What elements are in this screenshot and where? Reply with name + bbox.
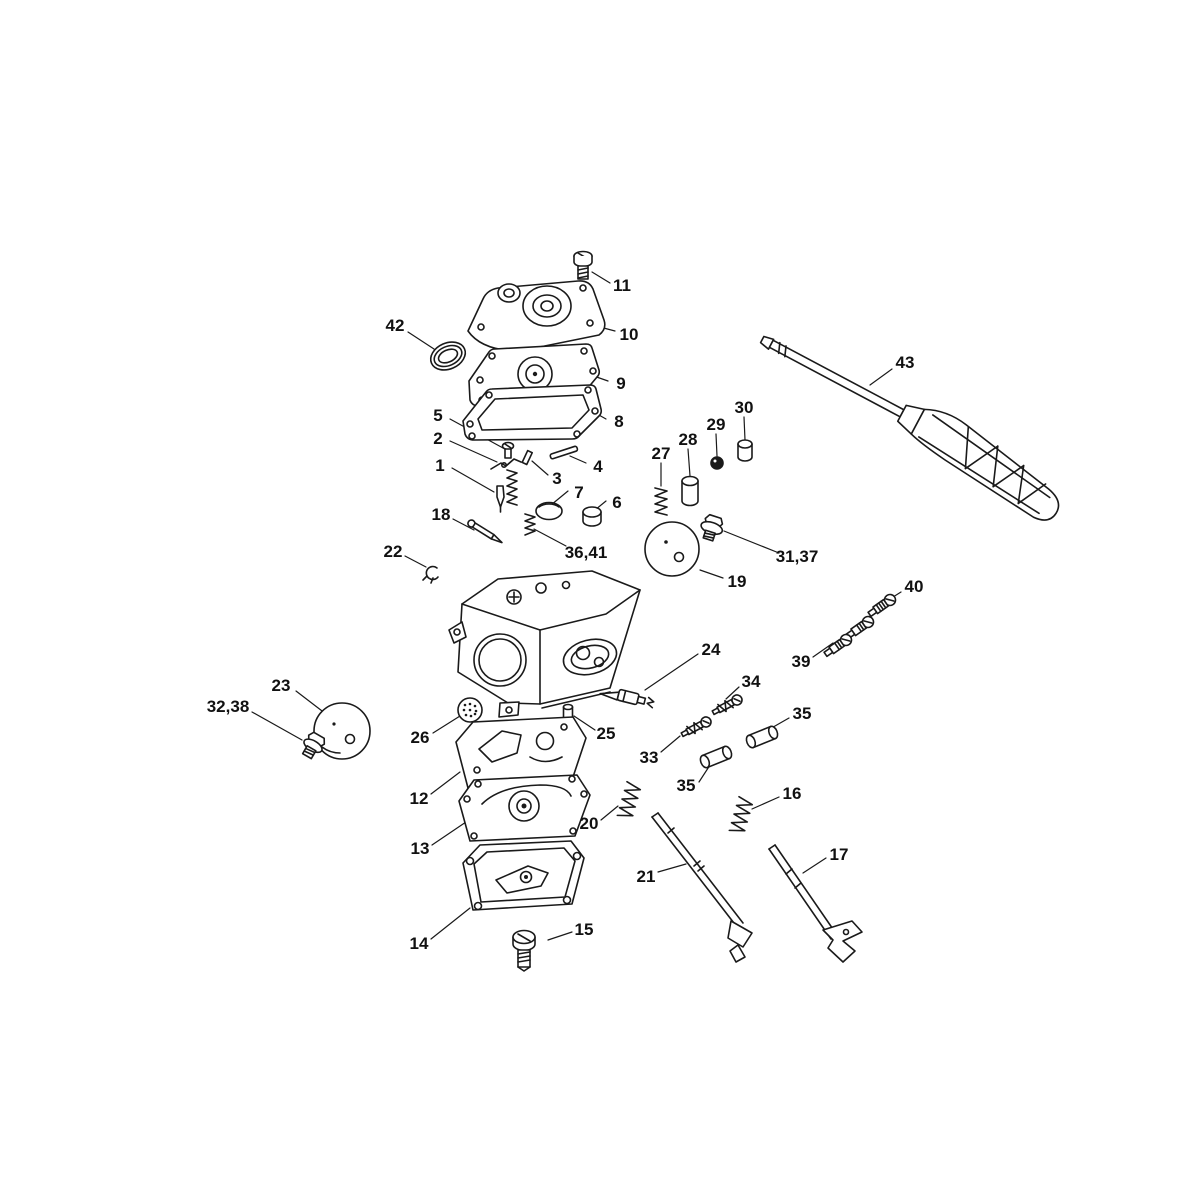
part-27-spring-drawing [654,487,668,516]
part-21-shaft-drawing [651,812,753,963]
part-13-diaphragm-drawing [458,774,591,842]
part-17-shaft-drawing [768,844,863,963]
part-14-cover-plate-drawing [462,840,585,911]
metering-spring-drawing [506,469,518,506]
part-1-inlet-needle-drawing [496,485,505,513]
part-42-washer-drawing [429,341,467,371]
part-8-gasket-drawing [462,384,603,441]
part-33-screw-drawing [680,716,712,738]
part-28-plug-drawing [681,475,699,507]
part-7-cap-drawing [535,501,563,521]
part-3-pin-drawing [521,449,534,466]
part-36-41-spring-drawing [524,513,536,536]
part-12-gasket-drawing [455,716,587,789]
part-5-screw-drawing [501,441,515,459]
part-39-screw-drawing [823,633,853,658]
carburetor-body-drawing [448,570,641,718]
part-31-37-screw-drawing [700,513,724,542]
part-43-screwdriver-drawing [759,335,1060,521]
part-18-needle-drawing [467,519,503,544]
part-19-disc-drawing [644,521,700,577]
part-32-38-screw-drawing [301,731,326,760]
part-15-screw-drawing [512,929,536,972]
part-23-disc-drawing [313,702,371,760]
part-6-plug-drawing [582,506,602,527]
part-24-needle-drawing [599,688,655,709]
part-30-plug-drawing [737,439,753,462]
part-26-screen-drawing [457,697,483,723]
part-34-screw-drawing [711,694,743,716]
part-35-upper-sleeve-drawing [745,725,779,749]
part-4-rod-drawing [549,445,579,460]
part-16-spring-drawing [728,795,754,832]
part-22-clip-drawing [422,565,439,584]
part-29-ball-drawing [710,456,724,470]
part-2-lever-drawing [490,458,522,470]
part-40-screws-drawing [845,593,897,640]
part-35-lower-sleeve-drawing [699,745,733,769]
part-11-screw-drawing [573,250,593,280]
part-20-spring-drawing [616,780,642,817]
part-10-top-cover-drawing [467,280,606,352]
